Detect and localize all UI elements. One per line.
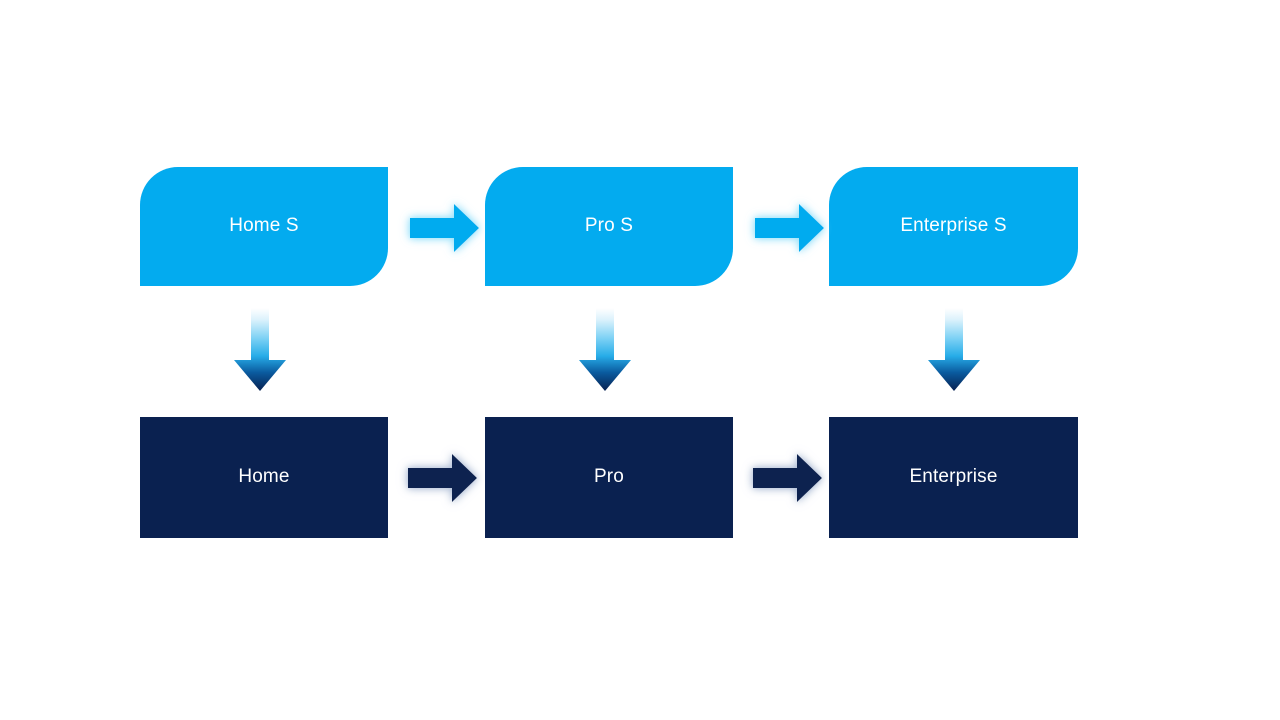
- arrow-right-icon: [410, 204, 479, 252]
- arrow-pro-s-to-pro[interactable]: [578, 308, 632, 392]
- arrow-right-icon: [753, 454, 822, 502]
- arrow-right-icon: [408, 454, 477, 502]
- node-enterprise-s[interactable]: Enterprise S: [829, 167, 1078, 286]
- arrow-home-s-to-pro-s[interactable]: [410, 203, 480, 253]
- arrow-home-s-to-home[interactable]: [233, 308, 287, 392]
- node-label: Pro: [593, 466, 625, 488]
- node-label: Home S: [229, 215, 299, 237]
- node-pro-s[interactable]: Pro S: [485, 167, 733, 286]
- node-enterprise[interactable]: Enterprise: [829, 417, 1078, 538]
- arrow-down-icon: [579, 308, 631, 391]
- node-label: Home: [238, 466, 290, 488]
- node-home[interactable]: Home: [140, 417, 388, 538]
- node-label: Pro S: [584, 215, 634, 237]
- arrow-right-icon: [755, 204, 824, 252]
- node-pro[interactable]: Pro: [485, 417, 733, 538]
- node-label: Enterprise: [909, 466, 998, 488]
- node-label: Enterprise S: [900, 215, 1007, 237]
- arrow-down-icon: [234, 308, 286, 391]
- arrow-down-icon: [928, 308, 980, 391]
- arrow-pro-s-to-enterprise-s[interactable]: [755, 203, 825, 253]
- arrow-enterprise-s-to-enterprise[interactable]: [927, 308, 981, 392]
- arrow-home-to-pro[interactable]: [408, 453, 478, 503]
- arrow-pro-to-enterprise[interactable]: [753, 453, 823, 503]
- node-home-s[interactable]: Home S: [140, 167, 388, 286]
